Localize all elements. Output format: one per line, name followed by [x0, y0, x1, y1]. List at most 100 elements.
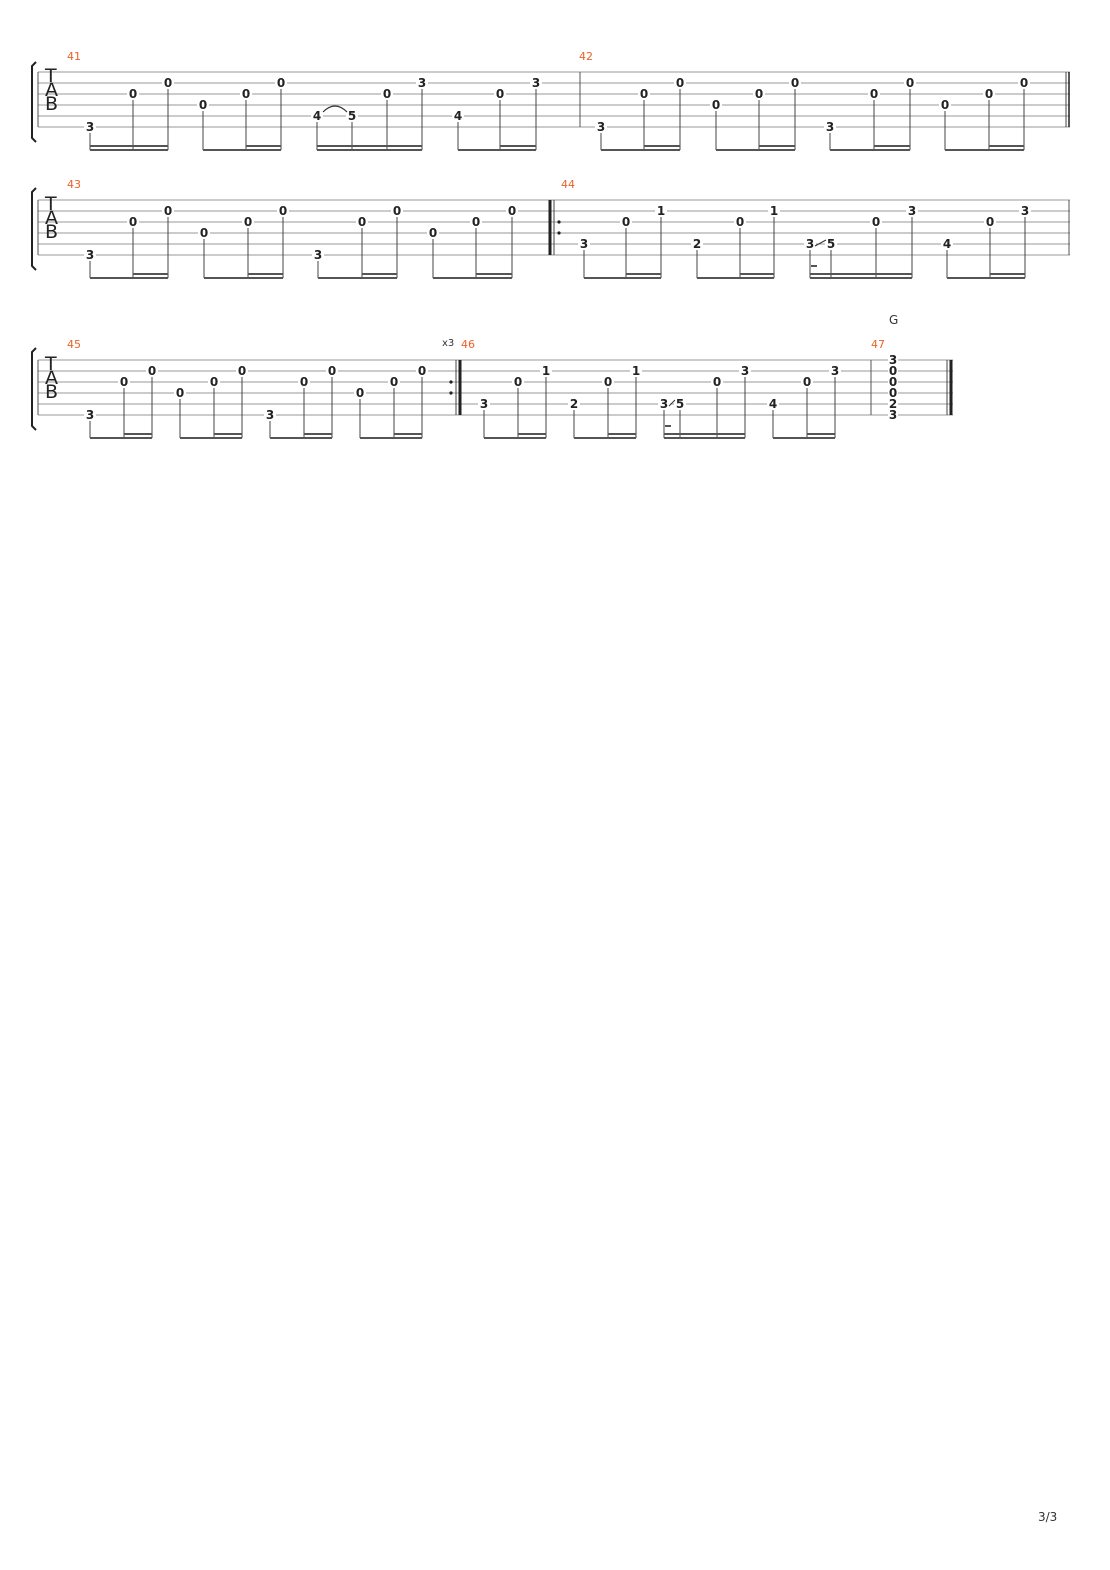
- fret-number: 0: [889, 386, 897, 400]
- fret-number: 3: [418, 76, 426, 90]
- fret-number: 3: [741, 364, 749, 378]
- fret-number: 0: [120, 375, 128, 389]
- measure-number: 46: [461, 338, 475, 351]
- fret-number: 3: [908, 204, 916, 218]
- fret-number: 0: [872, 215, 880, 229]
- fret-number: 0: [514, 375, 522, 389]
- fret-number: 0: [277, 76, 285, 90]
- measure-number: 44: [561, 178, 575, 191]
- tab-clef-letter: B: [45, 221, 58, 243]
- fret-number: 0: [508, 204, 516, 218]
- fret-number: 0: [870, 87, 878, 101]
- system-bracket: [31, 187, 37, 271]
- measure-number: 43: [67, 178, 81, 191]
- tab-clef-letter: B: [45, 381, 58, 403]
- fret-number: 0: [176, 386, 184, 400]
- fret-number: 0: [604, 375, 612, 389]
- fret-number: 0: [640, 87, 648, 101]
- fret-number: 0: [418, 364, 426, 378]
- fret-number: 3: [660, 397, 668, 411]
- fret-number: 0: [356, 386, 364, 400]
- slide-line: [814, 239, 827, 247]
- repeat-dot: [557, 231, 561, 235]
- fret-number: 3: [314, 248, 322, 262]
- fret-number: 0: [736, 215, 744, 229]
- fret-number: 0: [985, 87, 993, 101]
- fret-number: 0: [129, 87, 137, 101]
- fret-number: 0: [429, 226, 437, 240]
- fret-number: 0: [390, 375, 398, 389]
- fret-number: 0: [906, 76, 914, 90]
- tab-clef-letter: A: [45, 79, 58, 101]
- fret-number: 1: [770, 204, 778, 218]
- system-bracket: [31, 347, 37, 431]
- fret-number: 0: [199, 98, 207, 112]
- tab-clef-letter: T: [44, 65, 57, 87]
- fret-number: 0: [279, 204, 287, 218]
- fret-number: 0: [986, 215, 994, 229]
- tie-arc: [322, 105, 348, 113]
- fret-number: 0: [676, 76, 684, 90]
- fret-number: 3: [532, 76, 540, 90]
- tab-clef-letter: A: [45, 367, 58, 389]
- fret-number: 0: [129, 215, 137, 229]
- tab-clef-letter: T: [44, 353, 57, 375]
- fret-number: 5: [676, 397, 684, 411]
- slide-line: [668, 399, 676, 407]
- chord-name: G: [889, 313, 898, 327]
- fret-number: 2: [570, 397, 578, 411]
- fret-number: 1: [657, 204, 665, 218]
- fret-number: 0: [210, 375, 218, 389]
- fret-number: 0: [164, 204, 172, 218]
- fret-number: 0: [164, 76, 172, 90]
- fret-number: 4: [943, 237, 951, 251]
- measure-number: 42: [579, 50, 593, 63]
- fret-number: 0: [889, 364, 897, 378]
- fret-number: 0: [712, 98, 720, 112]
- fret-number: 0: [496, 87, 504, 101]
- repeat-dot: [557, 220, 561, 224]
- fret-number: 4: [454, 109, 462, 123]
- repeat-dot: [449, 391, 453, 395]
- fret-number: 3: [889, 353, 897, 367]
- fret-number: 3: [831, 364, 839, 378]
- fret-number: 0: [791, 76, 799, 90]
- fret-number: 0: [244, 215, 252, 229]
- fret-number: 0: [755, 87, 763, 101]
- fret-number: 1: [632, 364, 640, 378]
- fret-number: 0: [889, 375, 897, 389]
- tab-clef-letter: A: [45, 207, 58, 229]
- fret-number: 3: [889, 408, 897, 422]
- fret-number: 0: [242, 87, 250, 101]
- fret-number: 0: [383, 87, 391, 101]
- repeat-dot: [449, 380, 453, 384]
- tab-clef-letter: T: [44, 193, 57, 215]
- system-bracket: [31, 61, 37, 143]
- tab-clef-letter: B: [45, 93, 58, 115]
- measure-number: 45: [67, 338, 81, 351]
- repeat-count: x3: [442, 338, 454, 349]
- fret-number: 5: [348, 109, 356, 123]
- fret-number: 4: [313, 109, 321, 123]
- fret-number: 0: [472, 215, 480, 229]
- fret-number: 1: [542, 364, 550, 378]
- fret-number: 0: [238, 364, 246, 378]
- fret-number: 0: [300, 375, 308, 389]
- measure-number: 47: [871, 338, 885, 351]
- fret-number: 0: [713, 375, 721, 389]
- fret-number: 3: [86, 248, 94, 262]
- fret-number: 2: [889, 397, 897, 411]
- fret-number: 4: [769, 397, 777, 411]
- fret-number: 0: [941, 98, 949, 112]
- fret-number: 3: [480, 397, 488, 411]
